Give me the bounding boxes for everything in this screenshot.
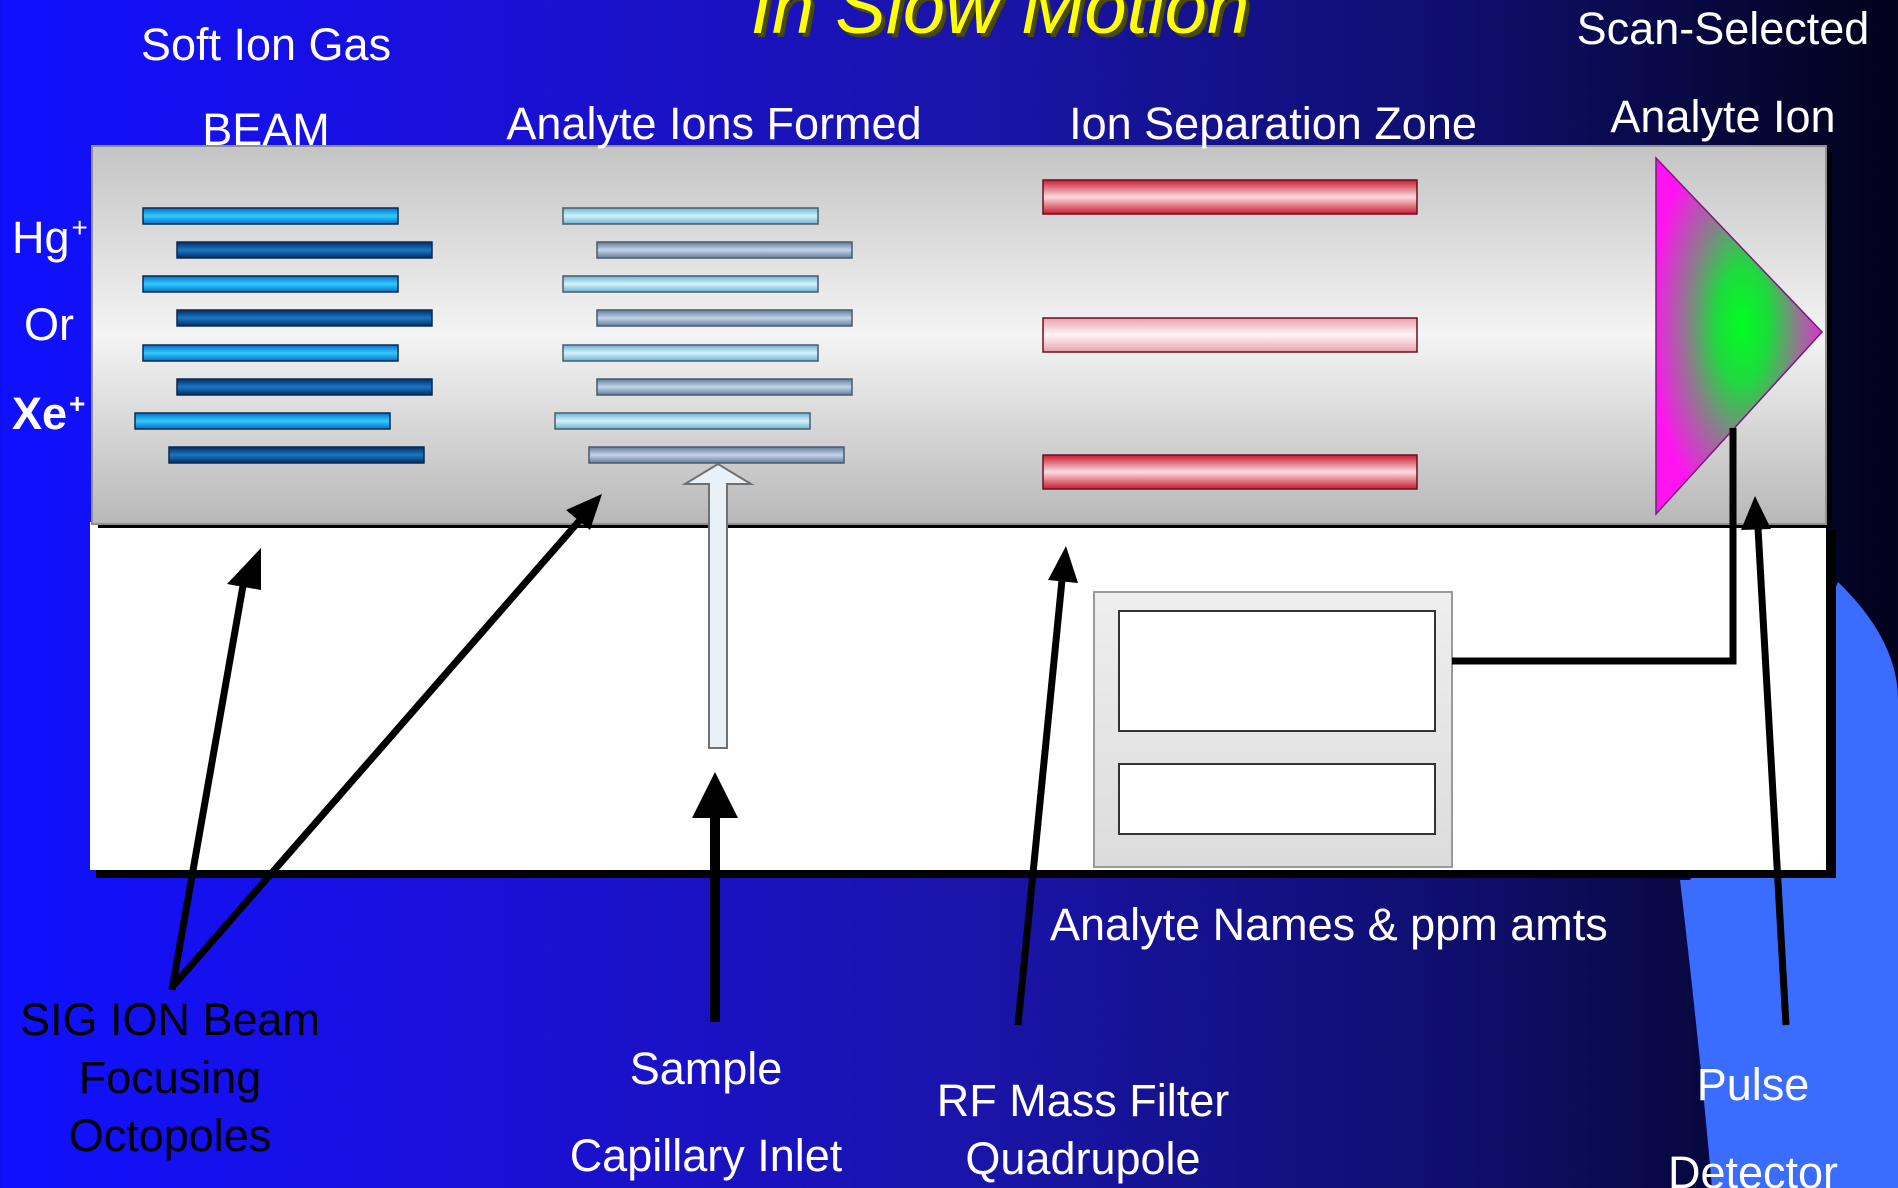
label-soft-ion-gas: Soft Ion Gas [140,19,392,70]
label-pulse: Pulse [1696,1059,1810,1110]
analyte-rod [554,412,811,430]
octopole-rod [176,378,433,396]
octopole-rod [142,344,399,362]
label-rf-mass-filter: RF Mass Filter [936,1075,1230,1126]
label-scan-selected: Scan-Selected [1576,3,1870,54]
readout-screen-bottom [1118,763,1436,835]
label-beam: BEAM [202,104,330,155]
octopole-rod [134,412,391,430]
arrow-head-detector [1741,496,1771,530]
analyte-rod [562,275,819,293]
octopole-rod [168,446,425,464]
label-xe: Xe [12,388,68,439]
background-swoosh [1680,582,1898,1188]
analyte-rod [596,309,853,327]
label-detector: Detector [1667,1147,1839,1188]
signal-wire [1452,428,1737,665]
label-focusing: Focusing [78,1052,262,1103]
octopole-rod [176,241,433,259]
arrow-shaft-octopole [168,579,248,991]
readout-screen-top [1118,610,1436,732]
quadrupole-rod [1042,179,1418,215]
label-or: Or [24,299,74,350]
quadrupole-rod [1042,317,1418,353]
label-quadrupole: Quadrupole [965,1133,1201,1184]
analyte-rod [562,344,819,362]
label-hg: Hg [12,212,70,263]
octopole-rod [142,207,399,225]
analyte-rods [554,207,853,464]
label-capillary-inlet: Capillary Inlet [569,1130,843,1181]
label-octopoles: Octopoles [68,1110,272,1161]
label-hg-ion: Hg+ [12,212,88,263]
arrow-head-quadrupole [1048,546,1078,583]
arrow-shaft-quadrupole [1014,579,1066,1026]
lower-panel [90,522,1826,870]
pointer-arrows [168,494,1790,1026]
analyte-rod [588,446,845,464]
capillary-inlet-arrow [681,462,755,749]
analyte-rod [596,378,853,396]
arrow-head-analyte-rods [566,494,602,530]
label-analyte-ion: Analyte Ion [1610,91,1836,142]
analyte-rod [562,207,819,225]
octopole-rod [142,275,399,293]
arrow-head-octopole [227,548,261,590]
label-sig-ion-beam: SIG ION Beam [19,994,321,1045]
octopole-rods [134,207,433,464]
quadrupole-rod [1042,454,1418,490]
arrow-shaft-detector [1754,527,1790,1026]
charge-plus-hg: + [71,212,88,243]
octopole-rod [176,309,433,327]
label-analyte-ions-formed: Analyte Ions Formed [506,98,922,149]
analyte-rod [596,241,853,259]
quadrupole-rods [1042,179,1418,490]
label-analyte-names: Analyte Names & ppm amts [1050,899,1608,950]
arrow-head-capillary [692,772,738,818]
arrow-shaft-analyte-rods [171,517,583,988]
label-sample: Sample [629,1043,783,1094]
page-title: In Slow Motion [750,0,1250,50]
label-xe-ion: Xe+ [12,388,86,439]
pulse-detector-triangle [1655,156,1824,516]
vacuum-chamber [91,145,1827,525]
charge-plus-xe: + [69,388,86,419]
label-ion-separation-zone: Ion Separation Zone [1069,98,1477,149]
